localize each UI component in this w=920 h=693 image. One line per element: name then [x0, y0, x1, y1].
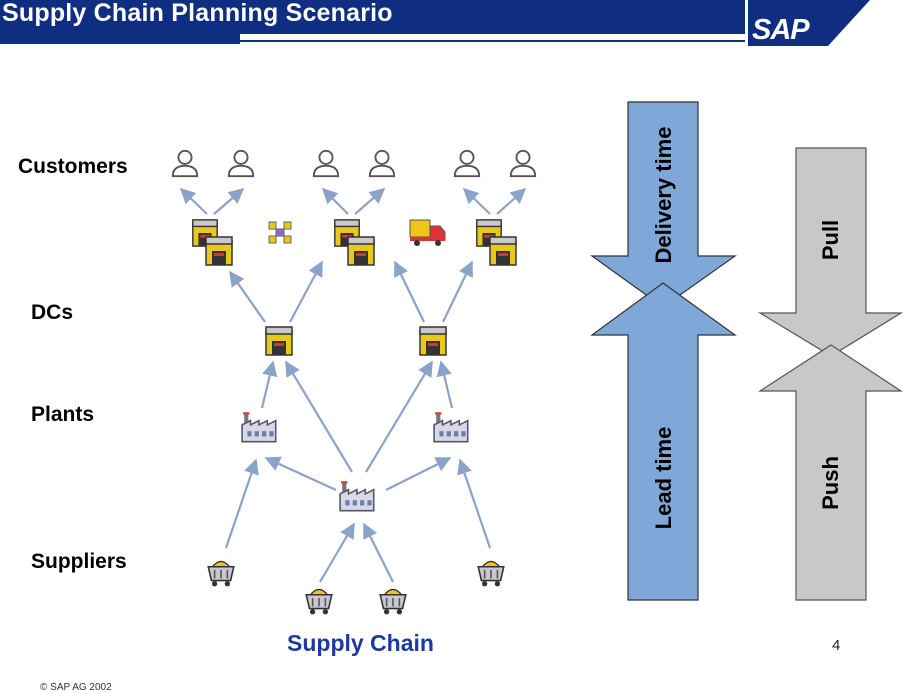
factory-icon — [339, 480, 375, 512]
delivery-time-arrow — [590, 101, 737, 308]
pull-arrow — [757, 147, 904, 357]
customer-icon — [171, 149, 199, 178]
customer-icon — [509, 149, 537, 178]
warehouse-icon — [334, 219, 375, 266]
pull-label: Pull — [818, 220, 843, 260]
supplier-icon — [207, 560, 235, 588]
flow-arrows — [179, 187, 527, 583]
factory-icon — [241, 411, 277, 443]
customer-icon — [227, 149, 255, 178]
network-nodes-icon — [268, 221, 292, 244]
customer-icon — [312, 149, 340, 178]
sap-logo: SAP — [752, 14, 810, 46]
tier-label-customers: Customers — [18, 155, 128, 178]
customer-icon — [368, 149, 396, 178]
warehouse-icon — [192, 219, 233, 266]
page-title: Supply Chain Planning Scenario — [2, 0, 393, 27]
customer-icon — [453, 149, 481, 178]
warehouse-icon — [476, 219, 517, 266]
delivery-truck-icon — [409, 219, 446, 246]
sap-logo-shape — [748, 0, 870, 46]
page-number: 4 — [832, 637, 841, 654]
lead-time-arrow — [590, 282, 737, 601]
factory-icon — [433, 411, 469, 443]
tier-label-suppliers: Suppliers — [31, 550, 127, 573]
lead-time-label: Lead time — [651, 427, 676, 530]
tier-label-plants: Plants — [31, 403, 95, 426]
header-bar — [0, 0, 870, 46]
supplier-icon — [477, 560, 505, 588]
supplier-icon — [305, 588, 333, 616]
copyright-notice: © SAP AG 2002 — [40, 682, 112, 693]
delivery-time-label: Delivery time — [651, 127, 676, 264]
diagram-caption: Supply Chain — [287, 630, 434, 656]
dc-warehouse-icon — [419, 326, 447, 356]
push-label: Push — [818, 456, 843, 510]
tier-label-dcs: DCs — [31, 301, 74, 324]
dc-warehouse-icon — [265, 326, 293, 356]
push-arrow — [757, 344, 904, 601]
supplier-icon — [379, 588, 407, 616]
